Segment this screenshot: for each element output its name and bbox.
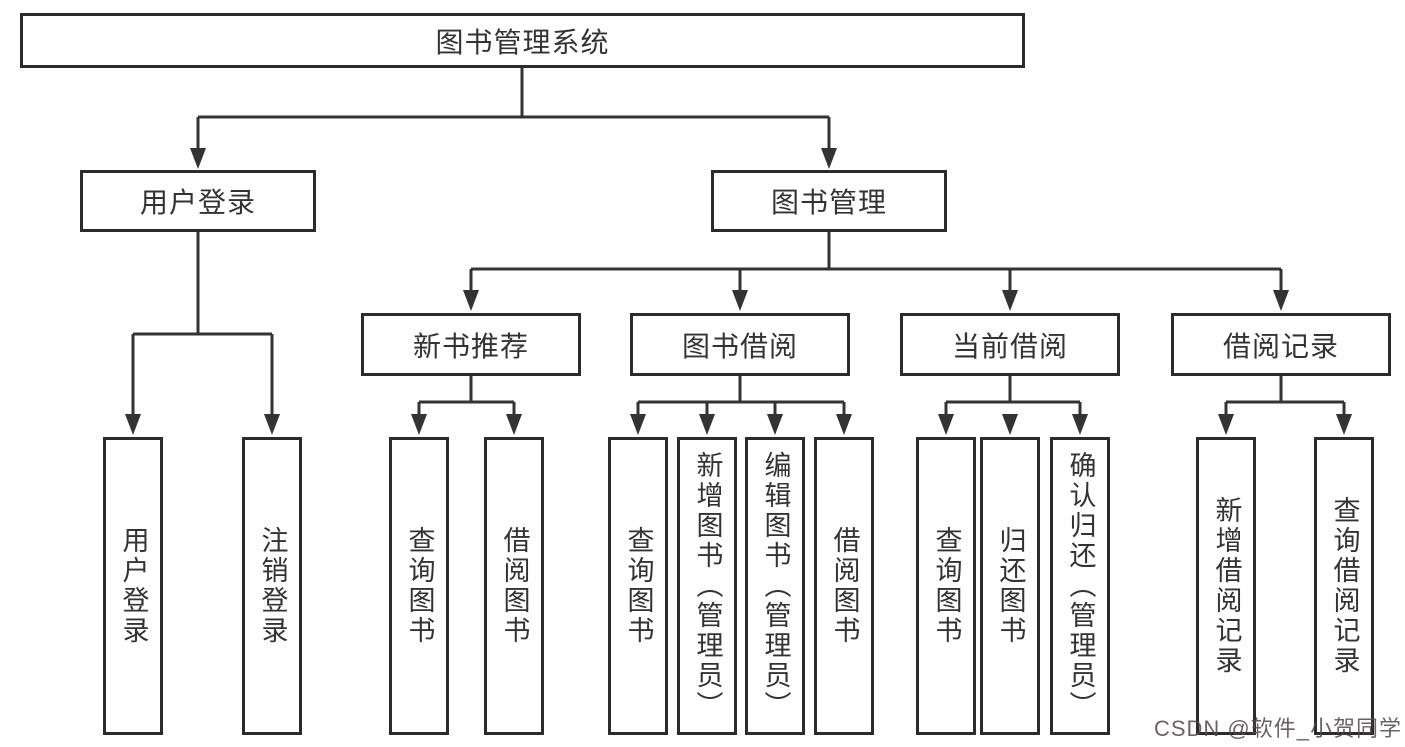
leaf-label: 注销登录 — [257, 526, 288, 646]
node-library-system: 图书管理系统 — [20, 13, 1025, 68]
leaf-label: 查询图书 — [404, 526, 435, 646]
node-book-management: 图书管理 — [711, 170, 947, 232]
leaf-label: 新增借阅记录 — [1211, 496, 1242, 676]
node-book-borrowing: 图书借阅 — [630, 313, 850, 376]
leaf-label: 确认归还（管理员） — [1065, 451, 1096, 721]
tree-edges — [131, 68, 1346, 417]
leaf-add-books-admin: 新增图书（管理员） — [677, 437, 737, 735]
arrowheads — [125, 148, 1352, 435]
leaf-label: 编辑图书（管理员） — [760, 451, 791, 721]
node-current-borrowing: 当前借阅 — [900, 313, 1120, 376]
node-borrowing-records: 借阅记录 — [1171, 313, 1391, 376]
csdn-watermark: CSDN @软件_小贺同学 — [1153, 716, 1402, 741]
leaf-query-books-3: 查询图书 — [916, 437, 976, 735]
node-new-book-recommendation: 新书推荐 — [361, 313, 581, 376]
leaf-label: 用户登录 — [118, 526, 149, 646]
leaf-return-books: 归还图书 — [980, 437, 1040, 735]
leaf-label: 借阅图书 — [829, 526, 860, 646]
leaf-borrow-books-2: 借阅图书 — [814, 437, 874, 735]
leaf-label: 查询图书 — [623, 526, 654, 646]
leaf-query-books-1: 查询图书 — [389, 437, 449, 735]
leaf-logout: 注销登录 — [242, 437, 302, 735]
leaf-label: 查询图书 — [931, 526, 962, 646]
leaf-edit-books-admin: 编辑图书（管理员） — [745, 437, 805, 735]
leaf-label: 查询借阅记录 — [1329, 496, 1360, 676]
leaf-query-borrow-record: 查询借阅记录 — [1314, 437, 1374, 735]
leaf-query-books-2: 查询图书 — [608, 437, 668, 735]
leaf-borrow-books-1: 借阅图书 — [484, 437, 544, 735]
leaf-confirm-return-admin: 确认归还（管理员） — [1050, 437, 1110, 735]
node-user-login: 用户登录 — [80, 170, 316, 232]
leaf-label: 新增图书（管理员） — [692, 451, 723, 721]
leaf-label: 借阅图书 — [499, 526, 530, 646]
leaf-user-login: 用户登录 — [103, 437, 163, 735]
leaf-add-borrow-record: 新增借阅记录 — [1196, 437, 1256, 735]
leaf-label: 归还图书 — [995, 526, 1026, 646]
